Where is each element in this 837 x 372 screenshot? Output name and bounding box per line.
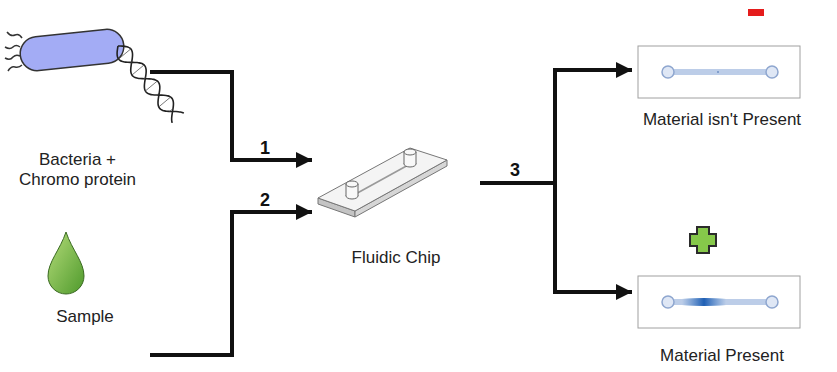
sample-drop [48, 232, 84, 294]
result-node: Material isn't Present [632, 40, 812, 135]
chip-port [346, 181, 358, 199]
fluidic-chip-illustration [318, 148, 447, 217]
minus-sign [748, 9, 764, 16]
strip-port [662, 296, 674, 308]
result-node: Material Present [632, 270, 812, 368]
flagellum [8, 65, 22, 71]
step-number: 2 [258, 190, 272, 210]
node-caption: Fluidic Chip [321, 248, 471, 268]
negative-strip [638, 46, 800, 98]
flagellum [7, 32, 22, 38]
chip-top [318, 148, 447, 211]
flow-arrow [480, 70, 632, 183]
step-number: 1 [258, 138, 272, 158]
strip-channel [668, 69, 772, 75]
dna-rung [170, 109, 173, 112]
dna-rung [119, 49, 131, 59]
chip-node: Fluidic Chip [312, 140, 480, 272]
positive-strip [638, 276, 800, 328]
bacteria-node: Bacteria + Chromo protein [5, 25, 150, 195]
dna-rung [145, 81, 157, 91]
strip-dot [717, 71, 719, 73]
strip-port [766, 66, 778, 78]
dna-strand [118, 46, 184, 113]
dna-rung [144, 77, 146, 78]
sample-node: Sample [20, 225, 150, 362]
bacteria-illustration [5, 28, 184, 123]
chip-channel [352, 164, 410, 196]
strip-frame [638, 276, 800, 328]
flow-arrow [480, 183, 632, 292]
step-number: 3 [508, 160, 522, 180]
dna-rung [132, 65, 144, 75]
strip-frame [638, 46, 800, 98]
dna-rung [159, 97, 171, 107]
bacteria-cell [19, 28, 126, 73]
plus-sign [690, 227, 716, 253]
strip-channel [668, 299, 772, 305]
dna-rung [130, 61, 132, 63]
chip-port [404, 149, 416, 167]
dna-helix [117, 46, 184, 123]
flow-arrow [150, 72, 312, 160]
node-caption: Material Present [633, 346, 811, 366]
color-band [682, 298, 726, 306]
node-caption: Sample [30, 307, 140, 327]
strip-port [766, 296, 778, 308]
node-caption: Bacteria + Chromo protein [12, 150, 144, 191]
node-caption: Material isn't Present [633, 110, 811, 130]
strip-port [662, 66, 674, 78]
flow-arrow [150, 212, 312, 355]
flagellum [5, 46, 20, 49]
flagellum [5, 55, 20, 59]
flagella [5, 32, 22, 71]
dna-rung [157, 93, 160, 95]
